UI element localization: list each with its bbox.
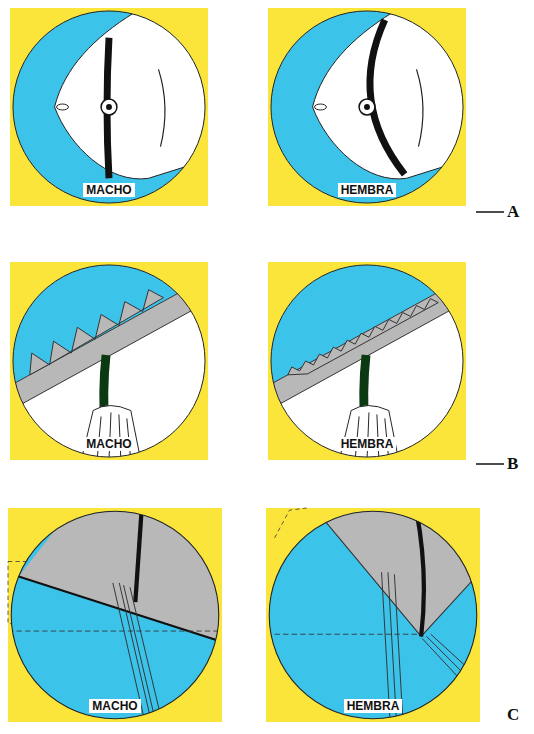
sex-label: MACHO bbox=[89, 699, 140, 713]
ventral-view-female bbox=[266, 508, 480, 722]
dorsal-view-male bbox=[10, 262, 208, 460]
specimen-panel: MACHO bbox=[8, 508, 222, 722]
head-view-female bbox=[268, 8, 476, 206]
row-letter: B bbox=[507, 455, 518, 473]
row-dash bbox=[476, 211, 504, 213]
specimen-panel: HEMBRA bbox=[268, 8, 466, 206]
specimen-panel: HEMBRA bbox=[266, 508, 480, 722]
sex-label: HEMBRA bbox=[344, 699, 403, 713]
ventral-view-male bbox=[8, 508, 222, 722]
specimen-panel: MACHO bbox=[10, 262, 208, 460]
row-dash bbox=[476, 463, 504, 465]
head-view-male bbox=[10, 8, 218, 206]
sex-label: MACHO bbox=[83, 183, 134, 197]
dorsal-view-female bbox=[268, 262, 466, 460]
specimen-panel: MACHO bbox=[10, 8, 208, 206]
specimen-panel: HEMBRA bbox=[268, 262, 466, 460]
sex-label: MACHO bbox=[83, 437, 134, 451]
row-letter: A bbox=[507, 203, 519, 221]
row-letter: C bbox=[507, 706, 519, 724]
sex-label: HEMBRA bbox=[338, 183, 397, 197]
sex-label: HEMBRA bbox=[338, 437, 397, 451]
